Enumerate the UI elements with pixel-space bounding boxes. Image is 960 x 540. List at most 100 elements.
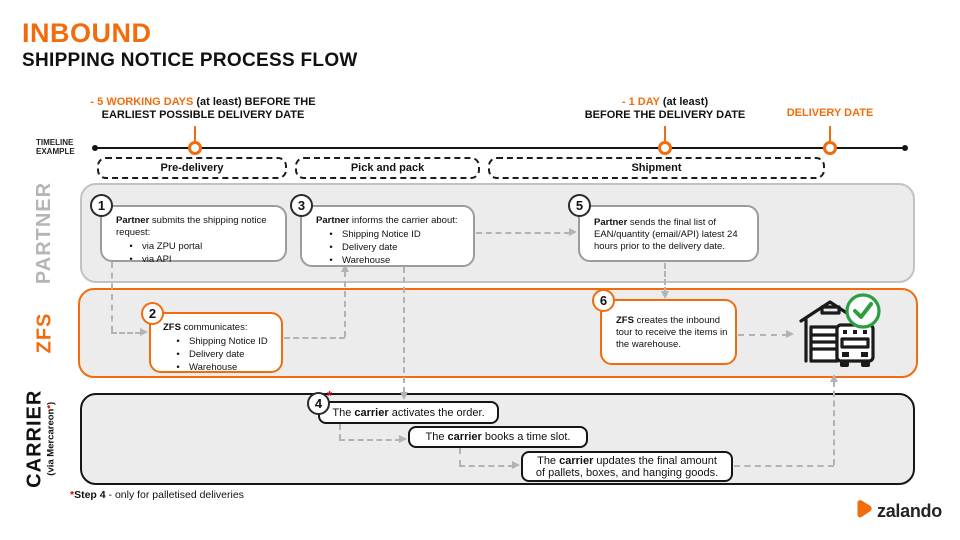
lane-label-text: PARTNER	[33, 181, 55, 285]
milestone-delivery-date: DELIVERY DATE	[770, 107, 890, 120]
lane-label-text: ZFS	[33, 312, 55, 354]
zalando-logo: zalando	[855, 499, 942, 524]
footnote: *Step 4 - only for palletised deliveries	[70, 489, 244, 501]
phase-pick-and-pack: Pick and pack	[295, 157, 480, 179]
zalando-wordmark: zalando	[877, 501, 942, 521]
step-number-badge: 4	[307, 392, 330, 415]
step-box-4: The carrier activates the order.	[318, 401, 499, 424]
bullet-item: Warehouse	[316, 255, 465, 267]
step-bullets: Shipping Notice ID Delivery date Warehou…	[163, 336, 275, 374]
connector-4-books-arrow	[399, 435, 407, 443]
lane-label-partner: PARTNER	[8, 181, 80, 285]
step-text: Partner informs the carrier about:	[316, 215, 465, 227]
connector-4-books	[339, 424, 341, 440]
step-text: Partner submits the shipping notice requ…	[116, 215, 277, 239]
step-lead: Partner	[116, 215, 150, 226]
lane-label-text: CARRIER	[23, 389, 46, 489]
connector-2-3	[284, 337, 345, 339]
milestone-line1: - 1 DAY (at least)	[545, 96, 785, 109]
connector-3-4-arrow	[400, 392, 408, 400]
phase-shipment: Shipment	[488, 157, 825, 179]
sublabel-pre: (via Mercareon	[45, 408, 57, 476]
connector-4-books	[339, 439, 401, 441]
step-text: ZFS creates the inbound tour to receive …	[616, 315, 729, 351]
step-4-asterisk: *	[327, 388, 333, 403]
bullet-item: Delivery date	[316, 242, 465, 254]
footnote-bold: Step 4	[74, 489, 106, 501]
timeline-start-dot	[92, 145, 98, 151]
milestone-1-day: - 1 DAY (at least) BEFORE THE DELIVERY D…	[545, 96, 785, 122]
step-rest: activates the order.	[388, 406, 485, 419]
step-text: Partner sends the final list of EAN/quan…	[594, 217, 749, 253]
timeline-label-line2: EXAMPLE	[36, 147, 75, 156]
lane-label-carrier: CARRIER (via Mercareon*)	[2, 389, 78, 489]
bullet-item: Warehouse	[163, 362, 275, 374]
milestone-highlight: - 1 DAY	[621, 96, 660, 108]
step-box-2: ZFS communicates: Shipping Notice ID Del…	[149, 312, 283, 373]
step-text: The carrier books a time slot.	[425, 431, 571, 443]
step-lead: Partner	[594, 217, 628, 228]
milestone-line2: EARLIEST POSSIBLE DELIVERY DATE	[101, 109, 305, 121]
step-box-3: Partner informs the carrier about: Shipp…	[300, 205, 475, 267]
connector-updates-warehouse-arrow	[830, 374, 838, 382]
step-number-badge: 6	[592, 289, 615, 312]
milestone-stem	[664, 126, 666, 141]
step-box-books-time-slot: The carrier books a time slot.	[408, 426, 588, 448]
milestone-marker-icon	[188, 141, 202, 155]
milestone-line2: BEFORE THE DELIVERY DATE	[584, 109, 746, 121]
lane-sublabel-text: (via Mercareon*)	[45, 402, 57, 476]
zalando-triangle-icon	[855, 499, 873, 524]
timeline-label-line1: TIMELINE	[36, 138, 74, 147]
connector-1-2-arrow	[140, 328, 148, 336]
success-check-icon	[843, 291, 883, 336]
step-text: The carrier updates the final amount of …	[535, 454, 719, 479]
step-rest: updates the final amount of pallets, box…	[535, 454, 719, 479]
warehouse-truck-icon	[797, 295, 879, 374]
step-box-5: Partner sends the final list of EAN/quan…	[578, 205, 759, 262]
step-lead: carrier	[559, 454, 594, 467]
connector-updates-warehouse	[734, 465, 834, 467]
step-rest: creates the inbound tour to receive the …	[616, 315, 728, 350]
bullet-item: via ZPU portal	[116, 241, 277, 253]
milestone-rest: (at least) BEFORE THE	[193, 96, 316, 108]
step-rest: submits the shipping notice request:	[116, 215, 267, 238]
footnote-rest: - only for palletised deliveries	[105, 489, 244, 501]
connector-1-2	[111, 332, 141, 334]
milestone-line1: - 5 WORKING DAYS (at least) BEFORE THE	[83, 96, 323, 109]
step-box-updates-amount: The carrier updates the final amount of …	[521, 451, 733, 482]
connector-3-4	[403, 267, 405, 393]
connector-books-updates	[459, 448, 461, 466]
milestone-marker-icon	[823, 141, 837, 155]
page-subtitle: SHIPPING NOTICE PROCESS FLOW	[22, 50, 358, 71]
milestone-highlight: DELIVERY DATE	[786, 107, 874, 119]
step-number-badge: 2	[141, 302, 164, 325]
milestone-marker-icon	[658, 141, 672, 155]
connector-3-5-arrow	[569, 228, 577, 236]
connector-2-3	[344, 271, 346, 337]
milestone-stem	[194, 126, 196, 141]
bullet-item: via API	[116, 254, 277, 266]
connector-1-2	[111, 262, 113, 332]
connector-3-5	[476, 232, 570, 234]
phase-pre-delivery: Pre-delivery	[97, 157, 287, 179]
lane-label-zfs: ZFS	[8, 288, 80, 378]
sublabel-asterisk: *	[45, 405, 57, 409]
milestone-5-working-days: - 5 WORKING DAYS (at least) BEFORE THE E…	[83, 96, 323, 122]
page-title: INBOUND	[22, 18, 152, 48]
step-rest: sends the final list of EAN/quantity (em…	[594, 217, 738, 252]
timeline-end-dot	[902, 145, 908, 151]
connector-books-updates	[459, 465, 514, 467]
bullet-item: Delivery date	[163, 349, 275, 361]
milestone-stem	[829, 126, 831, 141]
step-number-badge: 3	[290, 194, 313, 217]
step-number-badge: 1	[90, 194, 113, 217]
timeline-axis	[95, 147, 905, 149]
step-bullets: Shipping Notice ID Delivery date Warehou…	[316, 229, 465, 267]
step-text: The carrier activates the order.	[332, 406, 485, 419]
step-lead: carrier	[354, 406, 389, 419]
connector-6-warehouse	[738, 334, 788, 336]
connector-updates-warehouse	[833, 381, 835, 465]
step-bullets: via ZPU portal via API	[116, 241, 277, 266]
connector-2-3-arrow	[341, 264, 349, 272]
